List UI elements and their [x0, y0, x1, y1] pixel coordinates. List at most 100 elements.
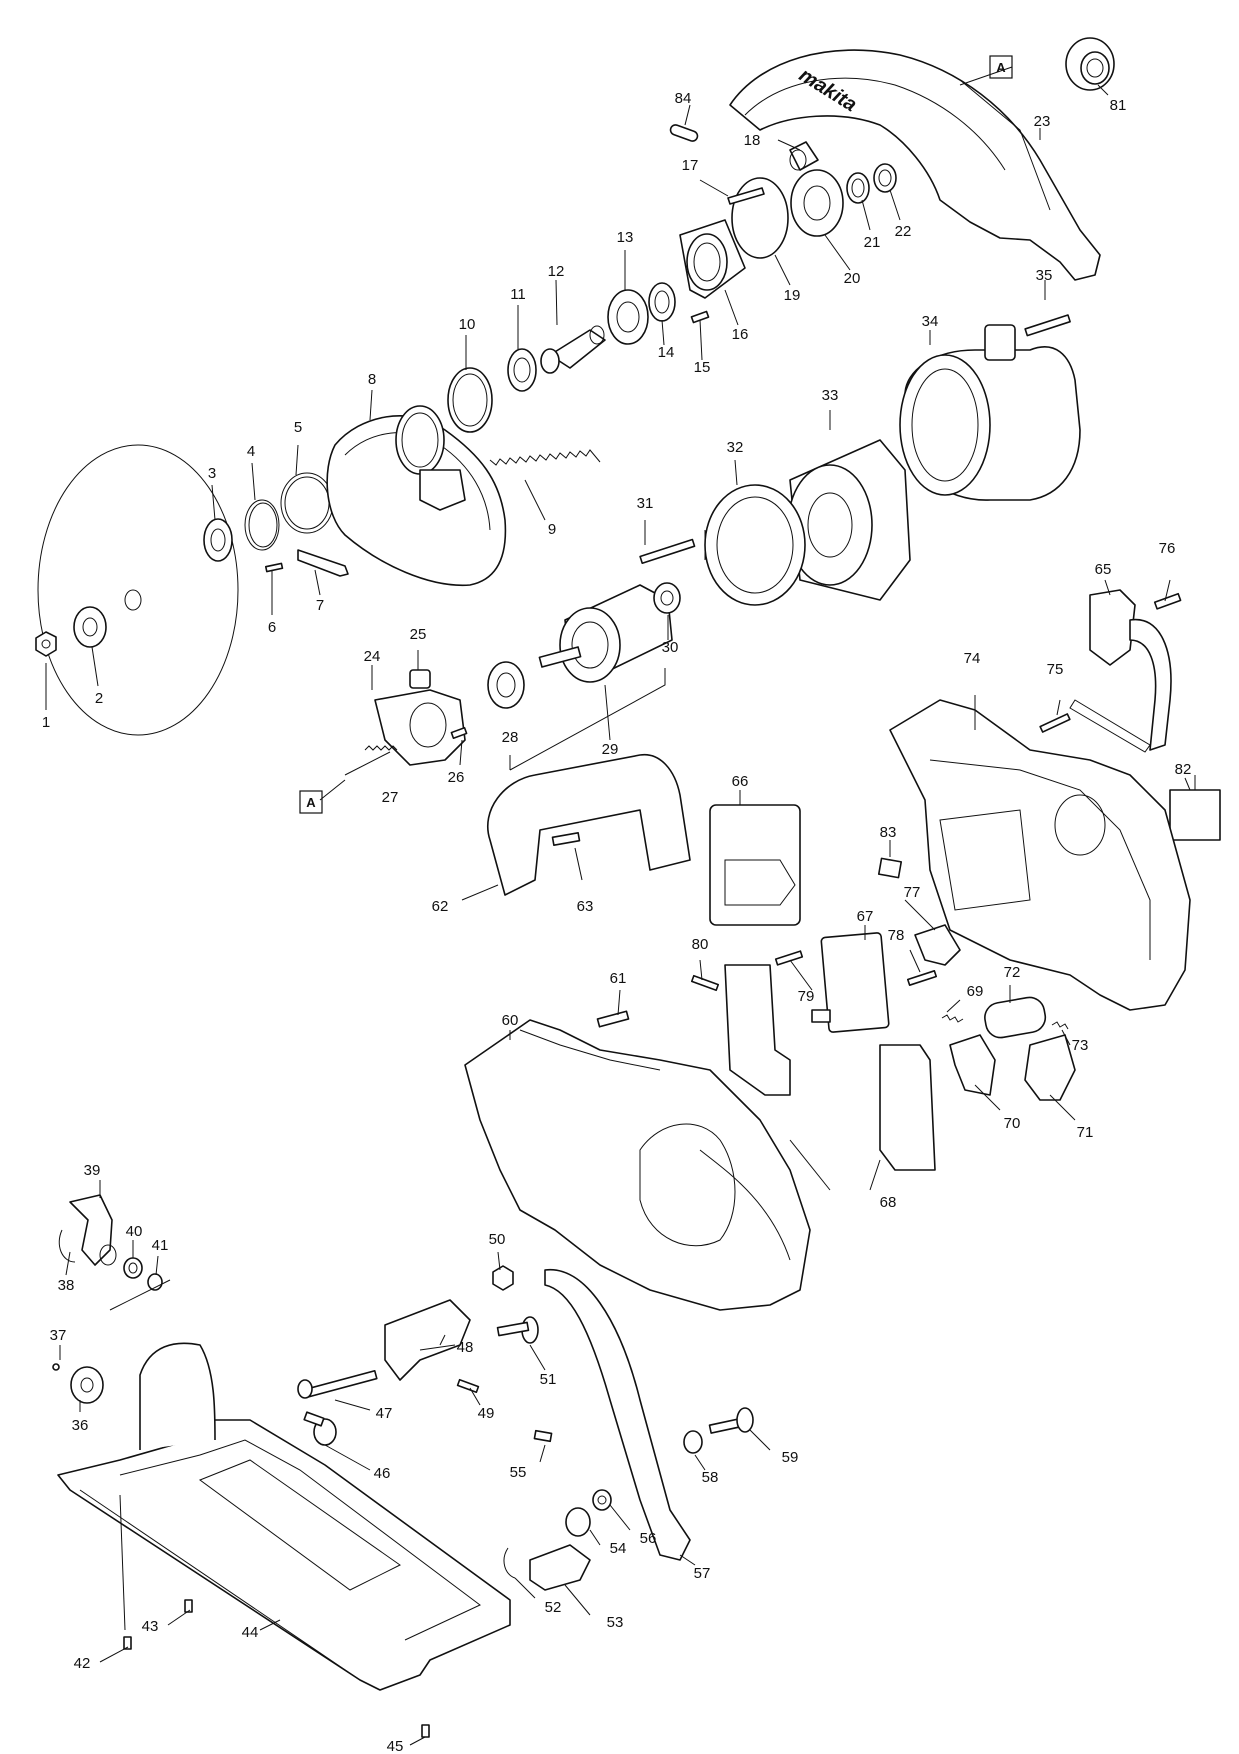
- svg-text:A: A: [996, 60, 1006, 75]
- callout-19: 19: [784, 287, 801, 304]
- callout-28: 28: [502, 729, 519, 746]
- screw-78: [906, 970, 938, 986]
- screw-and-lever: [264, 549, 349, 577]
- callout-4: 4: [247, 443, 255, 460]
- callout-41: 41: [152, 1237, 169, 1254]
- screw-61: [596, 1010, 630, 1028]
- callout-16: 16: [732, 326, 749, 343]
- bracket-48: [384, 1299, 471, 1381]
- callout-78: 78: [888, 927, 905, 944]
- screw-49: [456, 1378, 480, 1394]
- callout-15: 15: [694, 359, 711, 376]
- callout-77: 77: [904, 884, 921, 901]
- callout-73: 73: [1072, 1037, 1089, 1054]
- key: [669, 124, 699, 142]
- callout-71: 71: [1077, 1124, 1094, 1141]
- bevel-knob-group: [503, 1429, 612, 1591]
- callout-33: 33: [822, 387, 839, 404]
- callout-24: 24: [364, 648, 381, 665]
- switch-unit: [709, 804, 801, 926]
- callout-54: 54: [610, 1540, 627, 1557]
- baffle: [704, 484, 806, 606]
- callout-36: 36: [72, 1417, 89, 1434]
- base-plate-44: [57, 1342, 511, 1691]
- callout-35: 35: [1036, 267, 1053, 284]
- spindle: [540, 325, 606, 374]
- callout-45: 45: [387, 1738, 404, 1754]
- callout-70: 70: [1004, 1115, 1021, 1132]
- main-housing-60: [464, 1019, 811, 1311]
- lever-group: [58, 1194, 163, 1291]
- callout-37: 37: [50, 1327, 67, 1344]
- callout-20: 20: [844, 270, 861, 287]
- callout-61: 61: [610, 970, 627, 987]
- svg-text:A: A: [306, 795, 316, 810]
- callout-38: 38: [58, 1277, 75, 1294]
- callout-67: 67: [857, 908, 874, 925]
- bolt-59: [683, 1407, 754, 1454]
- screw-43: [184, 1599, 193, 1613]
- callout-21: 21: [864, 234, 881, 251]
- callout-83: 83: [880, 824, 897, 841]
- callout-31: 31: [637, 495, 654, 512]
- switch-holder: [724, 964, 791, 1096]
- nut-50: [492, 1265, 514, 1291]
- callout-56: 56: [640, 1530, 657, 1547]
- callout-42: 42: [74, 1655, 91, 1672]
- bolt-51: [496, 1316, 539, 1344]
- callout-10: 10: [459, 316, 476, 333]
- screw-79: [774, 950, 804, 966]
- callout-22: 22: [895, 223, 912, 240]
- callout-46: 46: [374, 1465, 391, 1482]
- callout-32: 32: [727, 439, 744, 456]
- label-82: [1169, 789, 1221, 841]
- callout-11: 11: [510, 286, 526, 303]
- callout-82: 82: [1175, 761, 1192, 778]
- callout-1: 1: [42, 714, 50, 731]
- callout-26: 26: [448, 769, 465, 786]
- callout-18: 18: [744, 132, 761, 149]
- screw-75: [1039, 713, 1071, 733]
- callout-29: 29: [602, 741, 619, 758]
- motor-housing: [899, 324, 1081, 501]
- callout-9: 9: [548, 521, 556, 538]
- knob-46: [303, 1411, 337, 1446]
- armature: [487, 582, 681, 709]
- terminal-68: [879, 1044, 936, 1171]
- callout-81: 81: [1110, 97, 1127, 114]
- callout-63: 63: [577, 898, 594, 915]
- front-handle: [487, 753, 691, 896]
- callout-23: 23: [1034, 113, 1051, 130]
- callout-72: 72: [1004, 964, 1021, 981]
- callout-2: 2: [95, 690, 103, 707]
- saw-blade: [35, 444, 239, 736]
- callout-62: 62: [432, 898, 449, 915]
- bearing-box: [679, 219, 746, 324]
- callout-44: 44: [242, 1624, 259, 1641]
- callout-30: 30: [662, 639, 679, 656]
- callout-40: 40: [126, 1223, 143, 1240]
- knob-36: [52, 1363, 104, 1404]
- plate-and-brush: [364, 669, 468, 766]
- callout-5: 5: [294, 419, 302, 436]
- callout-48: 48: [457, 1339, 474, 1356]
- callout-39: 39: [84, 1162, 101, 1179]
- callout-60: 60: [502, 1012, 519, 1029]
- callout-66: 66: [732, 773, 749, 790]
- callout-55: 55: [510, 1464, 527, 1481]
- callout-79: 79: [798, 988, 815, 1005]
- callout-80: 80: [692, 936, 709, 953]
- callout-65: 65: [1095, 561, 1112, 578]
- callout-52: 52: [545, 1599, 562, 1616]
- leader-lines: [45, 66, 1196, 1746]
- switch-71: [1024, 1034, 1076, 1101]
- callout-14: 14: [658, 344, 675, 361]
- callout-84: 84: [675, 90, 692, 107]
- callout-43: 43: [142, 1618, 159, 1635]
- spring-73: [1051, 1021, 1069, 1030]
- ring-parts: [447, 348, 537, 433]
- controller: [811, 932, 890, 1033]
- label-83: [877, 857, 903, 879]
- ref-label-lower: A: [299, 790, 323, 814]
